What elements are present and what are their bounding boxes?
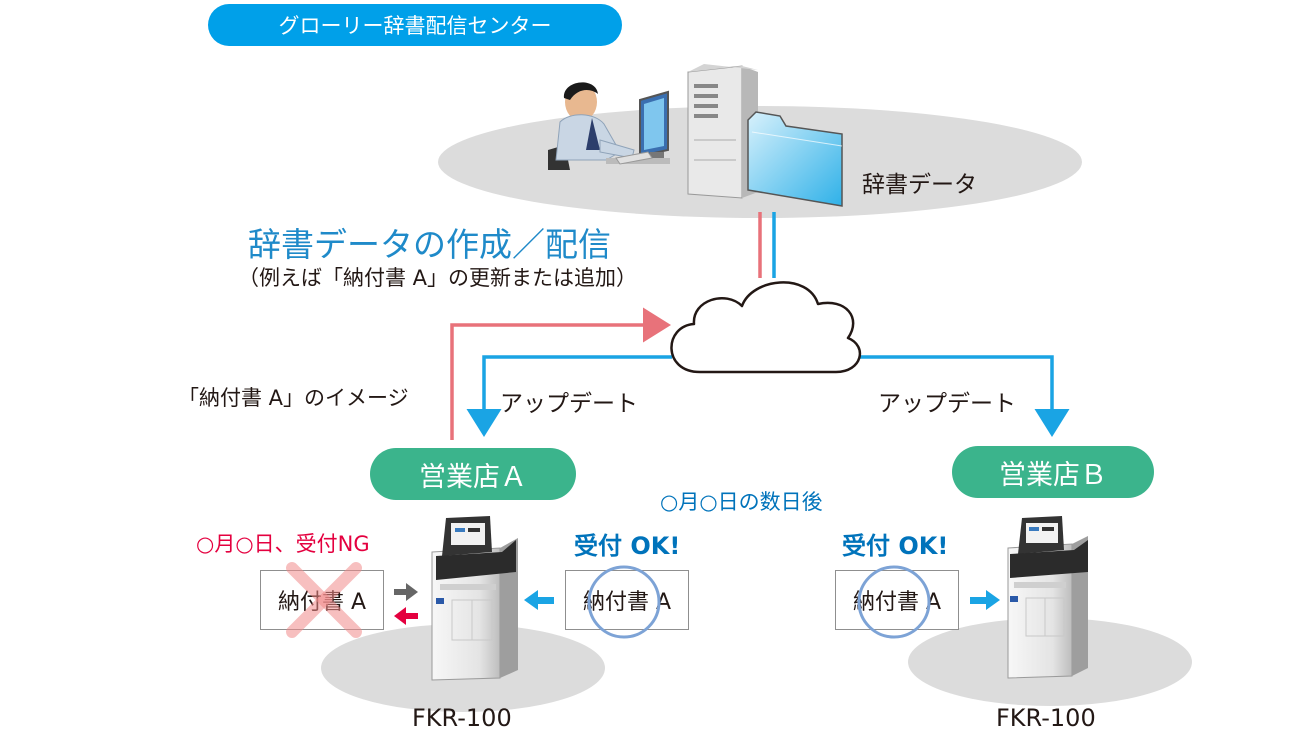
model-label-a: FKR-100 bbox=[412, 704, 512, 732]
branch-a-pill: 営業店Ａ bbox=[370, 448, 576, 500]
update-arrow-branch-b bbox=[842, 355, 1070, 437]
recognition-circle-b bbox=[857, 565, 931, 639]
update-arrow-branch-a bbox=[466, 355, 672, 437]
accepted-document-box-a: 納付書 A bbox=[565, 570, 689, 630]
folder-icon bbox=[747, 111, 843, 207]
document-box-b: 納付書 A bbox=[835, 570, 959, 630]
reject-cross-icon bbox=[286, 562, 362, 638]
insert-arrow-branch-b bbox=[970, 590, 1000, 610]
machine-a-icon bbox=[431, 516, 518, 681]
accepted-document-label-a: 納付書 A bbox=[582, 590, 672, 615]
center-header-label: グローリー辞書配信センター bbox=[278, 14, 552, 38]
model-label-b: FKR-100 bbox=[996, 704, 1096, 732]
branch-b-name: 営業店Ｂ bbox=[999, 459, 1107, 491]
machine-b-icon bbox=[1007, 516, 1088, 679]
update-label-left: アップデート bbox=[500, 391, 638, 417]
return-arrow-red bbox=[394, 607, 418, 625]
update-label-right: アップデート bbox=[878, 391, 1016, 417]
flow-title: 辞書データの作成／配信 bbox=[248, 225, 611, 264]
cloud-icon bbox=[670, 281, 862, 374]
ok-label-branch-a: 受付 OK! bbox=[574, 532, 681, 560]
document-label-b: 納付書 A bbox=[852, 590, 942, 615]
dictionary-data-label: 辞書データ bbox=[862, 172, 977, 198]
recognition-circle-a bbox=[587, 565, 661, 639]
image-label: 「納付書 A」のイメージ bbox=[178, 386, 409, 410]
upload-arrow-red bbox=[450, 307, 671, 440]
operator-icon bbox=[548, 82, 670, 170]
ng-label: ○月○日、受付NG bbox=[196, 532, 370, 556]
days-later-label: ○月○日の数日後 bbox=[660, 490, 823, 514]
branch-a-name: 営業店Ａ bbox=[419, 461, 527, 493]
ok-label-branch-b: 受付 OK! bbox=[842, 532, 949, 560]
center-header-pill: グローリー辞書配信センター bbox=[208, 4, 622, 46]
flow-subtitle: （例えば「納付書 A」の更新または追加） bbox=[238, 266, 638, 290]
insert-arrow-branch-a bbox=[524, 590, 554, 610]
eject-arrow-gray bbox=[394, 583, 418, 601]
branch-b-pill: 営業店Ｂ bbox=[952, 446, 1154, 498]
